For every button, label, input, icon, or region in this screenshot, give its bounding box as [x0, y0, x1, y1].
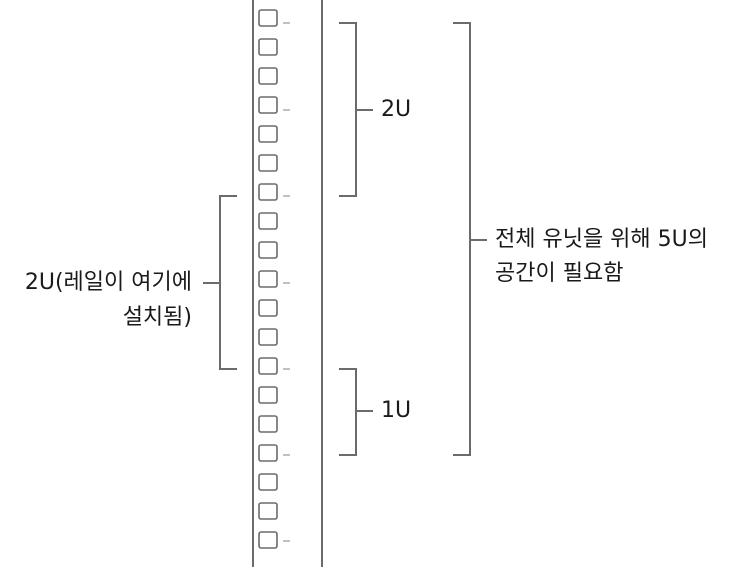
rail-hole — [258, 241, 278, 259]
rail-hole — [258, 357, 278, 375]
label-total-line1: 전체 유닛을 위해 5U의 — [495, 227, 708, 252]
label-total-line2: 공간이 필요함 — [495, 261, 624, 286]
rail-hole — [258, 299, 278, 317]
rail-hole — [258, 386, 278, 404]
rail-hole — [258, 531, 278, 549]
bracket-5u-total — [453, 22, 487, 456]
rail-unit-ticks — [283, 22, 290, 542]
rail-hole — [258, 38, 278, 56]
bracket-2u-top — [339, 22, 373, 197]
rail-hole — [258, 183, 278, 201]
label-rail-line1: 2U(레일이 여기에 — [24, 270, 192, 295]
rail-holes — [258, 9, 278, 549]
rail-hole — [258, 270, 278, 288]
label-rail-line2: 설치됨) — [122, 305, 192, 330]
rail-hole — [258, 67, 278, 85]
bracket-2u-rail — [203, 195, 237, 370]
rail-hole — [258, 473, 278, 491]
rail-hole — [258, 502, 278, 520]
bracket-1u — [339, 368, 373, 456]
rail-hole — [258, 96, 278, 114]
label-2u-top: 2U — [381, 97, 412, 122]
rail-hole — [258, 415, 278, 433]
rail-hole — [258, 154, 278, 172]
rail-hole — [258, 125, 278, 143]
label-1u: 1U — [381, 398, 412, 423]
rail-hole — [258, 328, 278, 346]
rail-hole — [258, 212, 278, 230]
rail-hole — [258, 444, 278, 462]
rail-hole — [258, 9, 278, 27]
